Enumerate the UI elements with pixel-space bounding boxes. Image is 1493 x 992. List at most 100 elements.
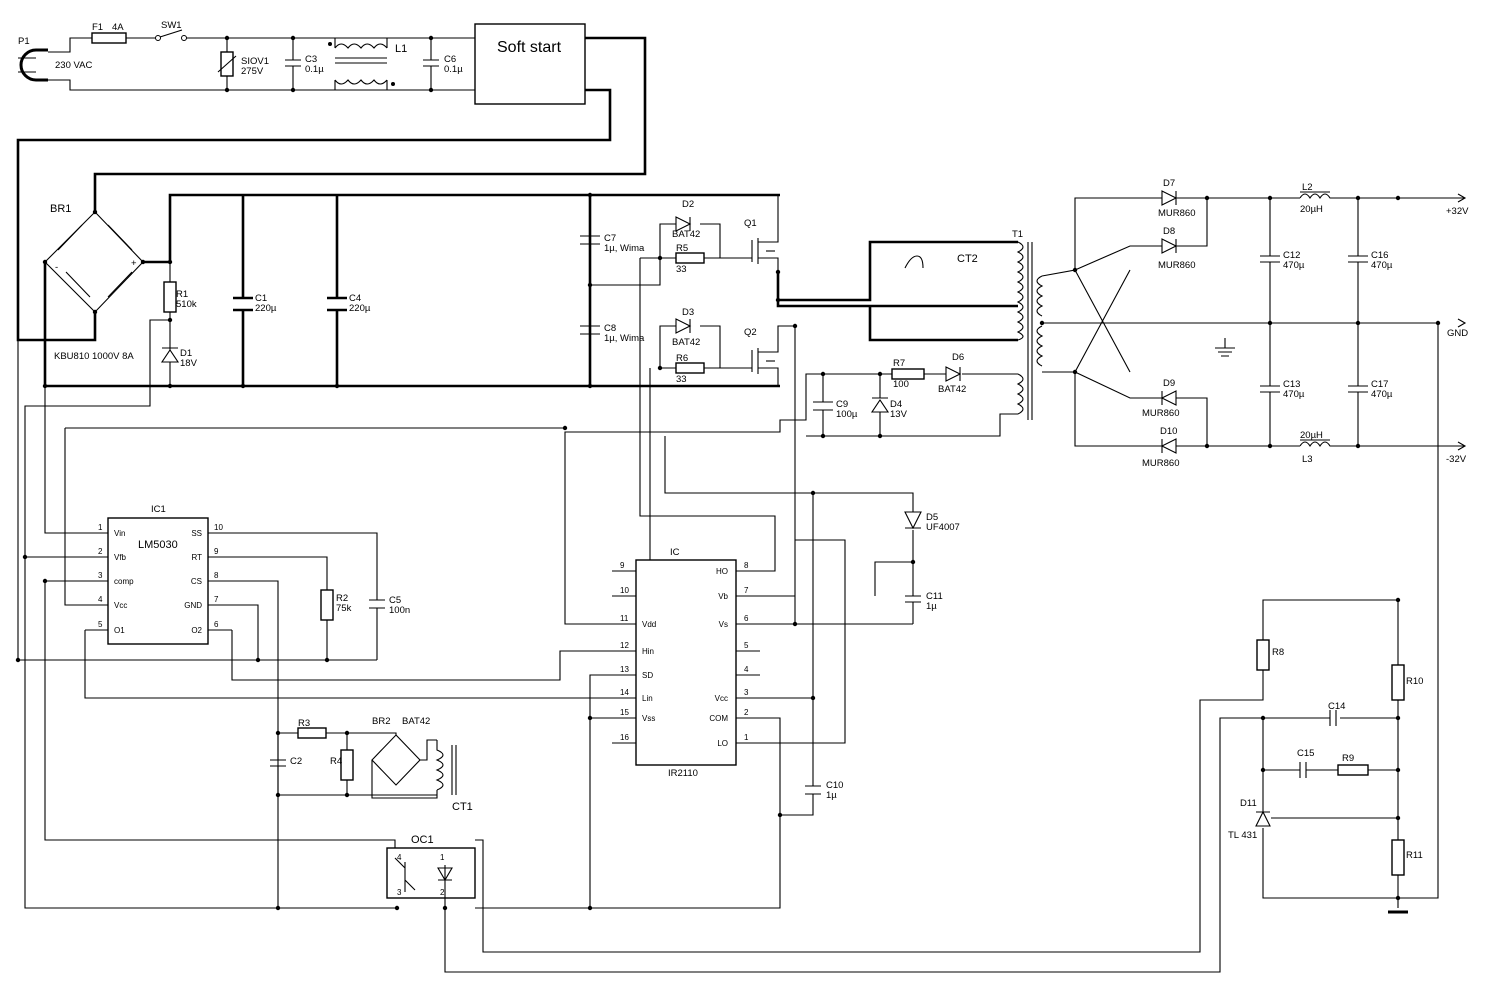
c16-label: C16 [1371, 250, 1388, 261]
pin-number: 7 [744, 586, 749, 595]
pin-name: Hin [642, 647, 654, 656]
c7-label: C7 [604, 233, 616, 244]
c6-symbol [423, 38, 439, 90]
c9-symbol [813, 374, 833, 436]
driver-section: IC IR2110 91011Vdd12Hin13SD14Lin15Vss16 … [475, 436, 960, 911]
r6-symbol [675, 362, 705, 374]
d2-label: D2 [682, 199, 694, 210]
l1-coil-bottom [334, 79, 388, 85]
d7-label: D7 [1163, 178, 1175, 189]
c17-value: 470µ [1371, 389, 1393, 400]
pin-number: 11 [620, 614, 629, 623]
oc1-led [437, 867, 453, 882]
c15-symbol [1299, 762, 1307, 778]
bridge-minus: - [55, 262, 58, 273]
t1-aux-winding [1016, 373, 1024, 415]
switch-label: SW1 [161, 20, 182, 31]
pin-name: HO [716, 567, 728, 576]
c9-label: C9 [836, 399, 848, 410]
d8-part: MUR860 [1158, 260, 1196, 271]
d11-tl431 [1255, 810, 1271, 827]
c12-value: 470µ [1283, 260, 1305, 271]
pin-number: 6 [214, 620, 219, 629]
neg-out-label: -32V [1446, 454, 1467, 465]
pin-name: SD [642, 671, 653, 680]
soft-start-block [474, 23, 586, 105]
c5-label: C5 [389, 595, 401, 606]
d3-label: D3 [682, 307, 694, 318]
d3-diode [675, 318, 692, 334]
pin-name: Vdd [642, 620, 656, 629]
ct1-coil [435, 740, 444, 791]
d5-value: UF4007 [926, 522, 960, 533]
d8-label: D8 [1163, 226, 1175, 237]
c4-label: C4 [349, 293, 361, 304]
d1-zener [160, 347, 180, 363]
r7-value: 100 [893, 379, 909, 390]
q2-transistor [751, 325, 795, 386]
d10-diode [1160, 438, 1177, 454]
r2-label: R2 [336, 593, 348, 604]
r8-symbol [1256, 639, 1270, 671]
br1-part: KBU810 1000V 8A [54, 351, 134, 362]
br2-bridge [371, 734, 421, 786]
r7-symbol [891, 368, 925, 380]
pin-number: 2 [98, 547, 103, 556]
d8-diode [1161, 238, 1178, 254]
c10-symbol [760, 493, 821, 816]
c5-value: 100n [389, 605, 410, 616]
l1-coil-top [334, 43, 388, 49]
pin-name: Vfb [114, 553, 127, 562]
pin-number: 8 [744, 561, 749, 570]
d7-diode [1161, 190, 1178, 206]
mains-input-section: Soft start P1 230 VAC F1 4A SW1 SIOV1 27… [18, 20, 586, 105]
pin-number: 10 [214, 523, 223, 532]
l1-label: L1 [395, 43, 407, 55]
pin-name: RT [191, 553, 202, 562]
switch-contact [155, 35, 161, 41]
l2-label: L2 [1302, 182, 1313, 193]
c12-label: C12 [1283, 250, 1300, 261]
r5-value: 33 [676, 264, 687, 275]
plug-label: P1 [18, 36, 30, 47]
c4-value: 220µ [349, 303, 371, 314]
pin-name: Lin [642, 694, 653, 703]
pin-number: 15 [620, 708, 629, 717]
pin-name: Vs [719, 620, 728, 629]
r4-label: R4 [330, 756, 342, 767]
pin-number: 2 [744, 708, 749, 717]
feedback-section: OC1 4 1 3 2 D11 TL 431 R8 C14 C15 R9 R10… [386, 323, 1439, 973]
output-section: D7 MUR860 D8 MUR860 D9 MUR860 D10 MUR860… [1036, 178, 1469, 469]
c5-symbol [232, 532, 385, 660]
r1-label: R1 [176, 289, 188, 300]
r5-symbol [675, 252, 705, 264]
c7-c8-symbols [580, 195, 600, 386]
br2-label: BR2 [372, 716, 390, 727]
pin-number: 4 [744, 665, 749, 674]
ic-part: IR2110 [668, 768, 698, 779]
r8-label: R8 [1272, 647, 1284, 658]
pin-name: O2 [191, 626, 202, 635]
l2-coil [1299, 193, 1465, 200]
ct2-label: CT2 [957, 253, 978, 265]
r3-symbol [297, 727, 327, 739]
d9-part: MUR860 [1142, 408, 1180, 419]
c10-value: 1µ [826, 790, 837, 801]
c13-label: C13 [1283, 379, 1300, 390]
pin-number: 16 [620, 733, 629, 742]
c2-symbol [270, 733, 286, 795]
c8-value: 1µ, Wima [604, 333, 645, 344]
c1-symbol [233, 195, 253, 386]
pin-number: 5 [98, 620, 103, 629]
fuse-label: F1 [92, 22, 103, 33]
pin-name: SS [191, 529, 202, 538]
d6-diode [945, 366, 962, 382]
c3-label: C3 [305, 54, 317, 65]
pin-number: 8 [214, 571, 219, 580]
pin-number: 13 [620, 665, 629, 674]
c11-label: C11 [926, 591, 943, 602]
d10-label: D10 [1160, 426, 1177, 437]
pin-number: 4 [98, 595, 103, 604]
